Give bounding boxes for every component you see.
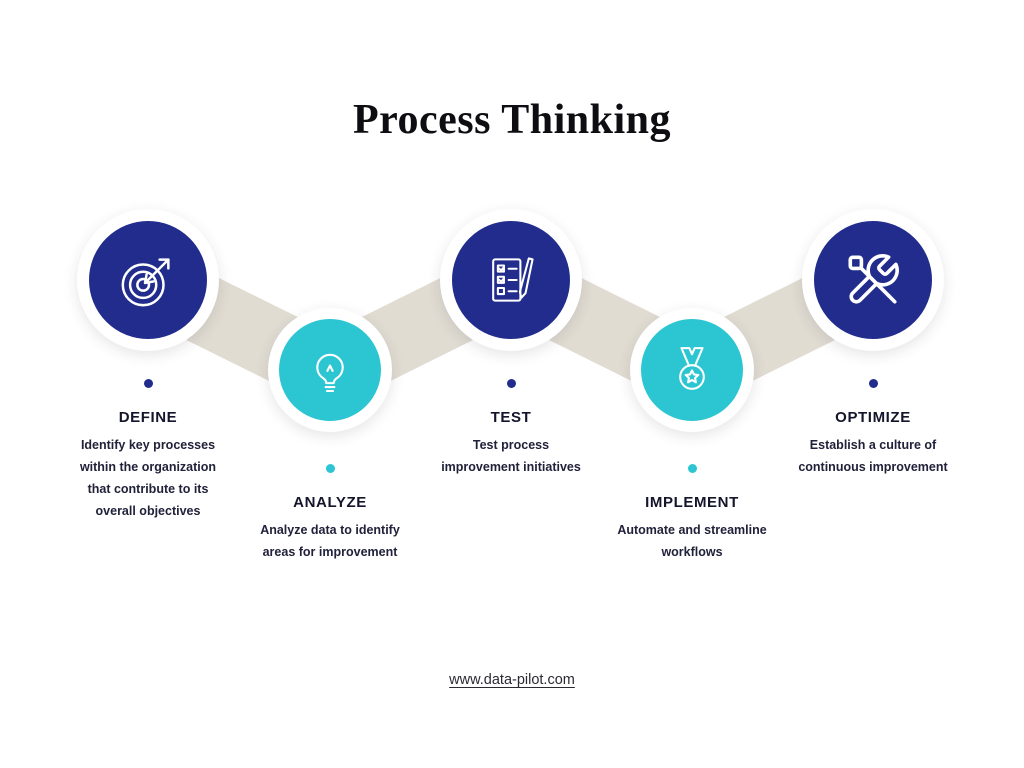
step-optimize: OPTIMIZE Establish a culture of continuo… — [778, 209, 968, 479]
lightbulb-icon — [316, 353, 344, 393]
step-marker-dot — [868, 379, 878, 388]
target-icon — [121, 258, 170, 307]
step-title: TEST — [490, 409, 532, 426]
step-test: TEST Test process improvement initiative… — [416, 209, 606, 479]
step-title: DEFINE — [118, 409, 178, 426]
page-title: Process Thinking — [352, 97, 672, 143]
medal-icon — [679, 347, 705, 390]
step-define: DEFINE Identify key processes within the… — [53, 209, 243, 523]
step-marker-dot — [687, 464, 697, 473]
analyze-circle — [268, 308, 392, 432]
optimize-circle — [802, 209, 944, 351]
step-marker-dot — [506, 379, 516, 388]
footer: www.data-pilot.com — [0, 671, 1024, 689]
checklist-icon — [492, 257, 534, 302]
step-description: Establish a culture of continuous improv… — [798, 438, 948, 474]
step-marker-dot — [325, 464, 335, 473]
tools-icon — [848, 254, 899, 304]
test-circle — [440, 209, 582, 351]
step-title: OPTIMIZE — [835, 409, 911, 426]
step-description: Identify key processes within the organi… — [79, 438, 217, 518]
step-description: Analyze data to identify areas for impro… — [260, 523, 400, 559]
define-circle — [77, 209, 219, 351]
implement-circle — [630, 308, 754, 432]
step-title: ANALYZE — [293, 494, 367, 511]
step-description: Test process improvement initiatives — [441, 438, 581, 474]
step-implement: IMPLEMENT Automate and streamline workfl… — [597, 308, 787, 564]
step-marker-dot — [143, 379, 153, 388]
step-title: IMPLEMENT — [645, 494, 739, 511]
step-description: Automate and streamline workflows — [617, 523, 767, 559]
step-analyze: ANALYZE Analyze data to identify areas f… — [235, 308, 425, 564]
website-link[interactable]: www.data-pilot.com — [449, 672, 575, 688]
